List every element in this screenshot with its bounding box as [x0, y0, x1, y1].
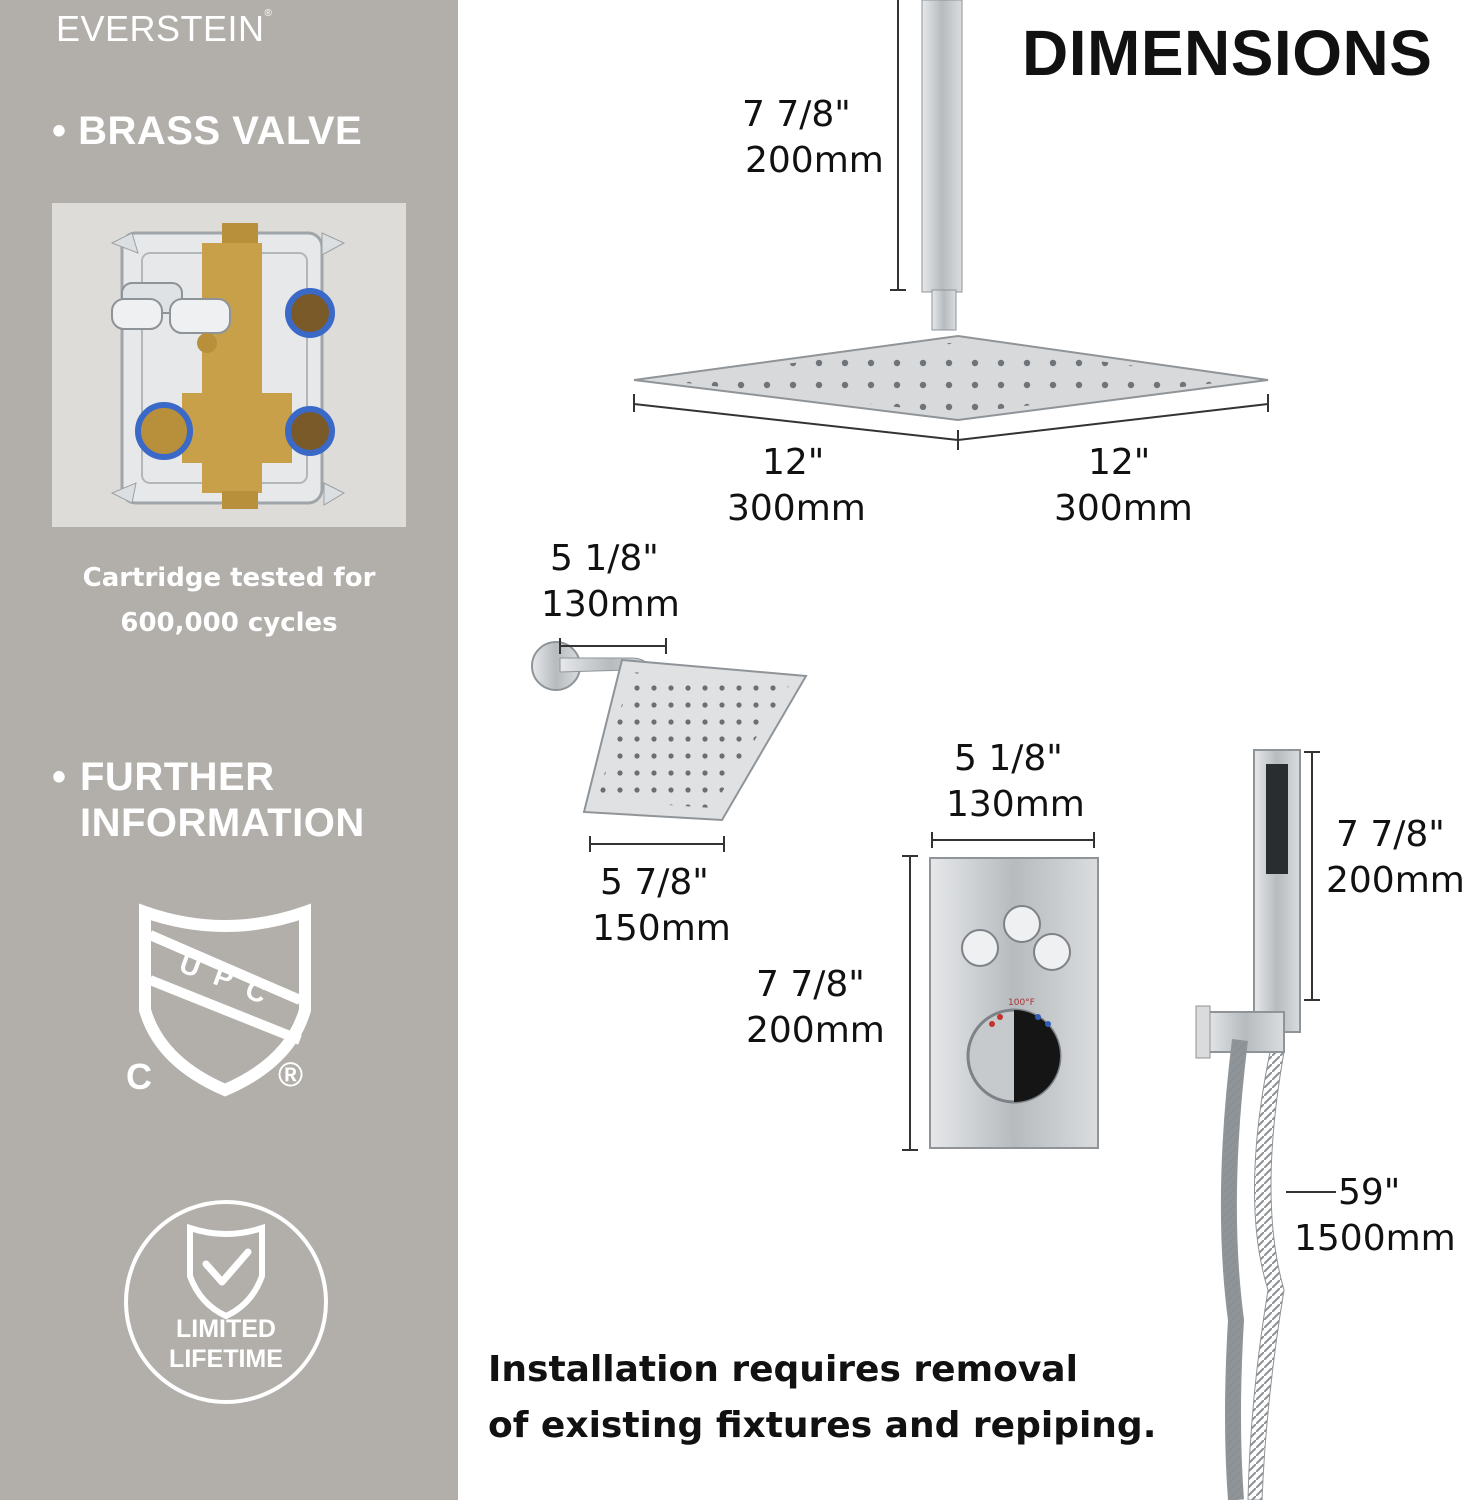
valve-temp-mark: 100°F: [1008, 998, 1035, 1008]
note-line-2: of existing fixtures and repiping.: [488, 1405, 1157, 1446]
brass-valve-illustration: [110, 223, 346, 509]
note-line-1: Installation requires removal: [488, 1349, 1078, 1390]
cert-c-mark: C: [126, 1056, 152, 1097]
brand-name: EVERSTEIN: [56, 8, 265, 49]
valve-width-mm: 130mm: [946, 784, 1085, 825]
valve-trim-plate: [929, 857, 1099, 1149]
valve-caption-line-1: Cartridge tested for: [82, 563, 376, 593]
section-title-line-2: INFORMATION: [80, 801, 365, 845]
handheld-inch: 7 7/8": [1336, 814, 1445, 855]
rain-shower-arm: [921, 0, 963, 331]
cert-registered-mark: ®: [278, 1056, 304, 1094]
rain-left-mm: 300mm: [727, 488, 866, 529]
valve-photo: [52, 203, 406, 527]
rain-arm-inch: 7 7/8": [742, 94, 851, 135]
warranty-line-1: LIMITED: [176, 1315, 276, 1343]
section-brass-valve: • BRASS VALVE: [52, 108, 362, 154]
brand-logo: EVERSTEIN®: [56, 8, 272, 50]
rain-arm-mm: 200mm: [745, 140, 884, 181]
bullet-dot: •: [52, 109, 67, 153]
rain-left-inch: 12": [762, 442, 825, 483]
valve-height-inch: 7 7/8": [756, 964, 865, 1005]
bullet-further-info: •: [52, 755, 67, 799]
valve-caption-line-2: 600,000 cycles: [120, 608, 338, 638]
section-title-line-1: FURTHER: [80, 755, 275, 799]
valve-width-inch: 5 1/8": [954, 738, 1063, 779]
wall-head-mm: 150mm: [592, 908, 731, 949]
page-title: DIMENSIONS: [1022, 17, 1433, 89]
hose-inch: 59": [1338, 1172, 1401, 1213]
section-title: BRASS VALVE: [78, 109, 363, 153]
warranty-line-2: LIFETIME: [169, 1345, 283, 1373]
wall-arm-inch: 5 1/8": [550, 538, 659, 579]
rain-right-mm: 300mm: [1054, 488, 1193, 529]
rain-shower-head: [633, 334, 1269, 422]
wall-shower-head: [531, 641, 808, 822]
hose-mm: 1500mm: [1294, 1218, 1456, 1259]
handheld-mm: 200mm: [1326, 860, 1465, 901]
wall-head-inch: 5 7/8": [600, 862, 709, 903]
brand-trademark: ®: [264, 8, 273, 19]
valve-height-mm: 200mm: [746, 1010, 885, 1051]
rain-right-inch: 12": [1088, 442, 1151, 483]
hand-shower: [1195, 749, 1301, 1500]
wall-arm-mm: 130mm: [541, 584, 680, 625]
installation-note: Installation requires removal of existin…: [488, 1346, 1156, 1450]
